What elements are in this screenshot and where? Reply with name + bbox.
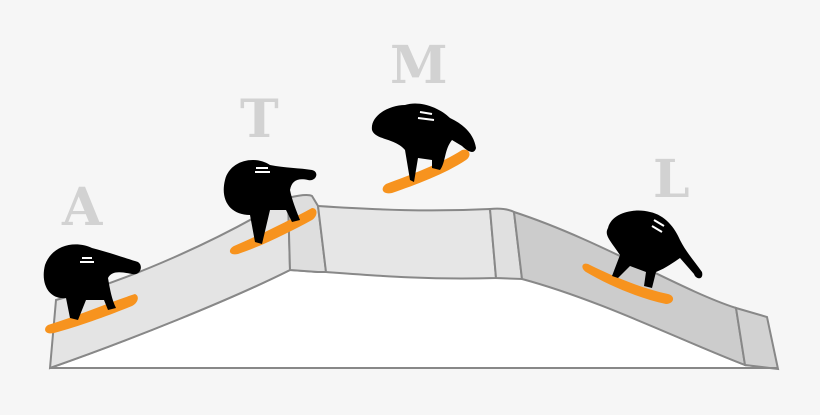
ramp-top bbox=[316, 204, 498, 280]
snowboarder-t bbox=[223, 160, 317, 255]
snowboarder-a bbox=[43, 244, 141, 334]
monster-figure-icon bbox=[223, 160, 317, 244]
letter-t: T bbox=[240, 89, 279, 150]
snowboarder-m bbox=[371, 103, 476, 194]
snowboard-icon bbox=[382, 149, 470, 194]
monster-figure-icon bbox=[43, 244, 141, 320]
letter-a: A bbox=[62, 177, 103, 238]
snowboard-icon bbox=[582, 263, 674, 304]
monster-figure-icon bbox=[606, 210, 703, 288]
monster-figure-icon bbox=[371, 103, 476, 182]
snowboard-icon bbox=[45, 294, 138, 334]
letter-l: L bbox=[653, 149, 690, 210]
ramp-right-end bbox=[734, 306, 780, 371]
letter-m: M bbox=[390, 35, 448, 96]
snowboarder-l bbox=[582, 210, 703, 304]
